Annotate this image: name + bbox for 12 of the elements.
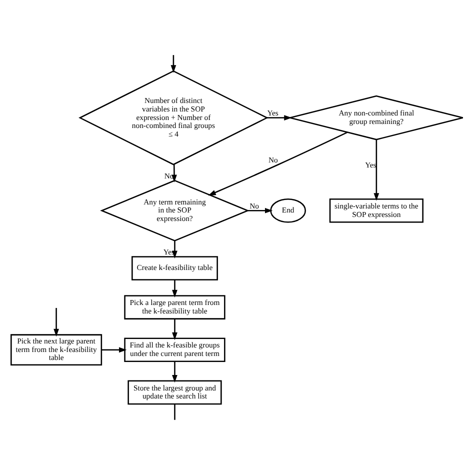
arrow (248, 207, 273, 213)
arrow (102, 346, 127, 352)
arrow (172, 164, 177, 182)
arrow (267, 114, 292, 120)
arrow (172, 279, 178, 298)
arrow (170, 54, 176, 72)
arrow (374, 139, 380, 200)
arrow (54, 307, 59, 336)
arrow (172, 318, 178, 340)
arrow (172, 361, 178, 382)
arrow (208, 131, 348, 196)
connector (174, 404, 176, 420)
